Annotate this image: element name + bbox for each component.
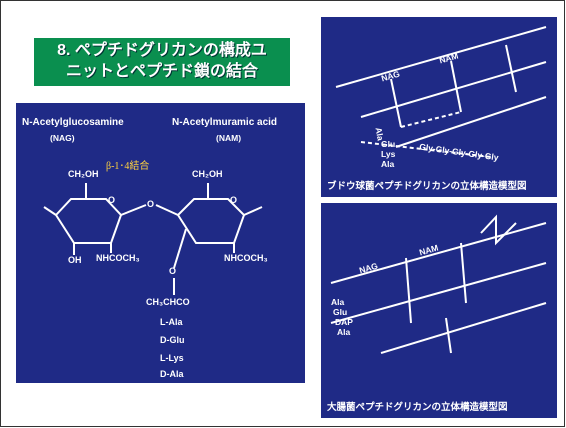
- nam-name: N-Acetylmuramic acid: [172, 117, 278, 128]
- bottom-caption: 大腸菌ペプチドグリカンの立体構造模型図: [327, 402, 508, 413]
- slide-title: 8. ペプチドグリカンの構成ユ ニットとペプチド鎖の結合: [34, 38, 290, 86]
- title-line-1: 8. ペプチドグリカンの構成ユ: [57, 42, 267, 59]
- top-peptide-ala2: Ala: [381, 159, 395, 169]
- peptide-stem-1: [405, 257, 412, 324]
- ecoli-model-panel: NAG NAM Ala Glu DAP Ala 大腸菌ペプチドグリカンの立体構造…: [321, 203, 557, 418]
- nag-ch2oh: CH₂OH: [68, 169, 99, 179]
- lactyl-o: O: [169, 266, 177, 276]
- bridge-bond-1: [120, 204, 147, 216]
- bridge-bond-2: [155, 204, 179, 216]
- peptide-stem-2: [450, 60, 462, 113]
- bottom-peptide-ala1: Ala: [331, 297, 345, 307]
- lactyl-group: CH₃CHCO: [146, 297, 190, 307]
- bottom-peptide-dap: DAP: [335, 317, 353, 327]
- ecoli-model: [330, 214, 547, 354]
- title-line-2: ニットとペプチド鎖の結合: [65, 63, 258, 80]
- peptide-stem-1: [390, 78, 402, 128]
- staphylococcus-model-panel: NAG NAM Ala Glu Lys Ala Gly-Gly-Gly-Gly-…: [321, 17, 557, 197]
- cross-bridge-2: [360, 141, 492, 158]
- nam-abbr: (NAM): [216, 133, 242, 143]
- cross-bridge-1: [400, 111, 462, 128]
- glycan-strand-2: [360, 61, 547, 118]
- nag-name: N-Acetylglucosamine: [22, 117, 124, 128]
- top-caption: ブドウ球菌ペプチドグリカンの立体構造模型図: [327, 181, 527, 192]
- glycan-strand-3: [380, 302, 547, 354]
- glycan-strand-2: [330, 262, 547, 324]
- glycan-strand-1: [330, 222, 547, 284]
- sugar-rings: [43, 183, 263, 295]
- nag-ring-o: O: [108, 195, 116, 205]
- nam-ring: [177, 198, 246, 244]
- staphylococcus-model: [335, 26, 547, 158]
- twist-1: [480, 214, 517, 246]
- nag-abbr: (NAG): [50, 133, 75, 143]
- glycan-strand-1: [335, 26, 547, 88]
- nag-oh: OH: [68, 255, 82, 265]
- bottom-peptide-ala2: Ala: [337, 327, 351, 337]
- glycan-strand-3: [395, 96, 547, 148]
- nam-ring-o: O: [230, 195, 238, 205]
- bottom-peptide-glu: Glu: [333, 307, 348, 317]
- peptide-stem-2: [460, 242, 467, 304]
- glycosidic-o: O: [147, 199, 155, 209]
- nam-lactyl-bond: [173, 228, 187, 269]
- structure-diagram: [43, 183, 263, 295]
- bond-label: β-1･4結合: [106, 161, 150, 172]
- nag-nhcoch3: NHCOCH₃: [96, 253, 140, 263]
- peptide-d-glu: D-Glu: [160, 335, 185, 345]
- peptide-stem-3: [445, 317, 452, 354]
- nag-chain-left: [43, 206, 57, 216]
- peptide-l-lys: L-Lys: [160, 353, 184, 363]
- nam-ch2oh: CH₂OH: [192, 169, 223, 179]
- nam-nhcoch3: NHCOCH₃: [224, 253, 268, 263]
- nam-chain-right: [243, 206, 263, 216]
- nag-ring: [55, 198, 123, 244]
- top-peptide-glu: Glu: [381, 139, 396, 149]
- peptide-d-ala: D-Ala: [160, 369, 184, 379]
- structure-panel: N-Acetylglucosamine (NAG) N-Acetylmurami…: [16, 103, 305, 383]
- peptide-l-ala: L-Ala: [160, 317, 183, 327]
- top-peptide-lys: Lys: [381, 149, 396, 159]
- peptide-stem-3: [505, 44, 517, 93]
